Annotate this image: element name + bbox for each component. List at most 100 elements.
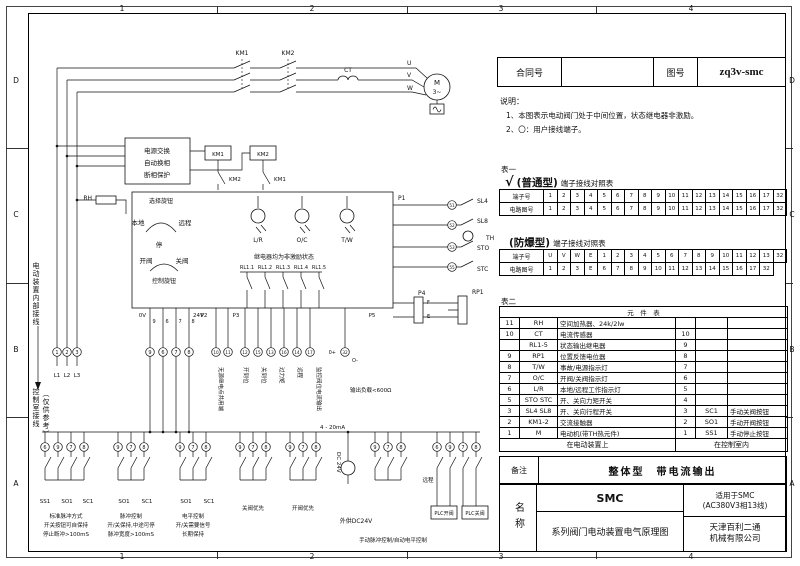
table-cell: 5 [597,202,612,216]
schematic-label: 关到位 [260,367,268,384]
name-label-cell: 名称 [500,485,537,551]
table-cell: 7 [624,189,639,203]
table-cell: 4 [583,202,598,216]
svg-text:9: 9 [238,445,241,451]
schematic-label: 输出负载<600Ω [350,386,391,394]
table-cell: RP1 [519,350,558,362]
tick [6,417,28,418]
terminal-9: 9 [285,442,295,452]
table-cell: 6 [664,249,679,263]
normal-type-label: (普通型) [516,177,558,189]
rp1-potentiometer-symbol [457,295,468,325]
schematic-label: 0V [139,313,146,319]
zone-row-a-right: A [789,479,795,488]
table-cell [726,328,789,340]
table-cell: 在电动装置上 [499,438,676,452]
rh-heater-symbol [95,195,117,205]
table-cell: 3 [499,405,520,417]
svg-text:7: 7 [386,445,389,451]
schematic-label: 手动脉冲控制/自动电平控制 [359,536,427,544]
table-cell: 位置反馈电位器 [557,350,676,362]
terminal-7: 7 [126,442,136,452]
table-cell: O/C [519,372,558,384]
schematic-label: 电平控制 [182,512,205,520]
table-cell: 端子号 [499,249,544,263]
power-protection-box [124,137,191,185]
motor-symbol [423,73,451,101]
terminal-7: 7 [188,442,198,452]
schematic-label: RL1.1 [240,265,254,271]
product-series: SMC [537,485,683,512]
table-cell: 元 件 表 [498,306,789,318]
terminal-55: 55 [447,262,457,272]
plc-close-box [461,505,489,520]
table-cell: SO1 [695,416,728,428]
p4-connector-symbol [413,296,424,324]
table-cell: 9 [705,249,720,263]
terminal-9: 9 [445,442,455,452]
schematic-label: 脉冲宽度>100mS [108,530,154,538]
apply-range: 适用于SMC (AC380V3相13线) [684,485,786,517]
table-cell: 12 [678,262,693,276]
schematic-label: 关阀 [176,256,189,265]
km1-coil [204,145,232,161]
table-cell: 8 [637,189,652,203]
table-cell: 手动停止按钮 [726,427,789,439]
apply-line-1: 适用于SMC [715,490,755,500]
svg-text:6: 6 [43,445,46,451]
terminal-6: 6 [158,347,168,357]
tick [596,552,597,559]
table-cell: RH [519,317,558,329]
svg-text:8: 8 [142,445,145,451]
table-cell [499,339,520,351]
plc-open-box [430,505,458,520]
schematic-label: SC1 [83,499,94,505]
table-cell: 1 [543,189,558,203]
schematic-label: 开/关需要信号 [176,521,211,529]
schematic-label: SL8 [477,218,488,225]
terminal-8: 8 [201,442,211,452]
table-cell [726,394,789,406]
table-cell: 11 [664,262,679,276]
svg-text:14: 14 [294,350,300,355]
control-unit-box [131,191,394,309]
table-cell [726,372,789,384]
company-name: 天津百利二通 机械有限公司 [684,517,786,551]
schematic-label: 6 [166,319,169,325]
terminal-8: 8 [396,442,406,452]
table-cell: 3 [570,189,585,203]
tick [6,148,28,149]
explosion-proof-label: (防爆型) [509,237,551,249]
table-cell: 3 [570,202,585,216]
svg-text:17: 17 [307,350,313,355]
table-cell: SC1 [695,405,728,417]
table-cell: 10 [718,249,733,263]
table-cell: 7 [610,262,625,276]
table-cell: 15 [732,202,747,216]
tick [407,552,408,559]
terminal-8: 8 [139,442,149,452]
table-cell: 13 [705,189,720,203]
schematic-label: 开阀 [140,256,153,265]
svg-text:7: 7 [251,445,254,451]
plc-open-label: PLC开阀 [434,510,453,517]
schematic-label: 监控阀位电流输出 [315,367,323,411]
schematic-label: TH [485,235,494,242]
table-cell: M [519,427,558,439]
lamp-oc-symbol [294,208,310,224]
table-cell: 17 [759,202,774,216]
svg-text:8: 8 [399,445,402,451]
schematic-label: RL1.2 [258,265,272,271]
table-cell: 4 [675,394,696,406]
terminal-10: 10 [211,347,221,357]
terminal-8: 8 [184,347,194,357]
table-cell: 手动关阀按钮 [726,405,789,417]
table-cell: 电路图号 [499,262,544,276]
